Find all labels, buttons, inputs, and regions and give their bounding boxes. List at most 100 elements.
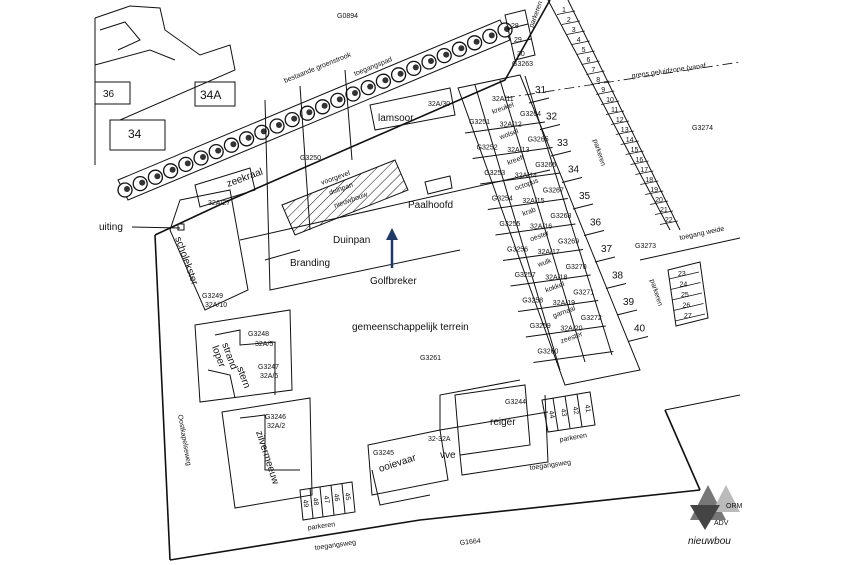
parking-space-25: 25	[681, 292, 689, 299]
house-name: oester	[529, 230, 550, 243]
parking-space-34: 34	[568, 165, 580, 176]
parcel-label: G3253	[484, 170, 505, 177]
parking-divider	[605, 110, 625, 115]
tree-core	[397, 70, 404, 77]
terrace-divider	[518, 300, 599, 312]
parking-divider	[566, 30, 585, 35]
house-name: octopus	[514, 177, 540, 192]
bestaande-groenstrook-label: bestaande groenstrook	[283, 51, 352, 85]
parking-space-9: 9	[601, 87, 605, 94]
parking-divider	[659, 220, 678, 225]
tree-core	[306, 109, 313, 116]
parking-48: 48	[311, 497, 319, 506]
parcel-label: G3260	[537, 349, 558, 356]
parking-divider	[635, 170, 654, 175]
parking-space-36: 36	[590, 218, 602, 229]
parking-divider	[594, 256, 616, 263]
parking-divider	[572, 203, 594, 210]
toegangsweg-mid-label: toegangsweg	[529, 459, 571, 472]
tree-core	[428, 58, 434, 64]
tree-core	[291, 115, 298, 122]
parking-28: 28	[511, 23, 519, 30]
terrace-divider	[533, 351, 614, 363]
parking-divider	[528, 97, 550, 104]
vve-number: 32-32A	[428, 436, 451, 443]
parking-47: 47	[322, 495, 330, 504]
parcel-label: G3251	[469, 119, 490, 126]
house-name: kreukel	[491, 101, 515, 115]
house-name: wulk	[536, 257, 553, 269]
tree-core	[139, 179, 146, 186]
terrace-divider	[525, 325, 606, 338]
parking-divider	[620, 140, 639, 145]
parcel-label: G3252	[477, 145, 498, 152]
parking-space-8: 8	[596, 77, 600, 84]
house-number: 32A/12	[500, 122, 522, 129]
parcel-g3248-label: G3248	[248, 331, 269, 338]
lamsoor-label: lamsoor	[378, 113, 414, 124]
building-36-label: 36	[103, 89, 115, 100]
parking-29: 29	[514, 37, 522, 44]
parking-divider	[668, 271, 700, 280]
parking-space-40: 40	[634, 324, 646, 335]
branding-annotation: Branding	[290, 258, 330, 269]
zilvermeeuw-number: 32A/2	[267, 423, 285, 430]
scholekster-number: 32A/10	[205, 302, 227, 309]
paalhoofd-annotation: Paalhoofd	[408, 200, 453, 211]
parking-space-33: 33	[557, 138, 569, 149]
stern-number: 32A/6	[260, 373, 278, 380]
scholekster-label: scholekster	[172, 235, 200, 287]
parking-space-31: 31	[535, 85, 547, 96]
parking-divider	[581, 60, 600, 65]
parking-space-32: 32	[546, 112, 558, 123]
parking-49: 49	[301, 499, 309, 508]
tree-core	[215, 147, 222, 154]
parking-space-24: 24	[680, 282, 688, 289]
parking-divider	[625, 150, 644, 155]
parking-divider	[630, 160, 649, 165]
parking-divider	[640, 180, 659, 185]
parking-divider	[616, 309, 638, 316]
house-number: 32A/15	[522, 198, 544, 205]
terrace-divider	[480, 172, 561, 185]
parcel-label: G3272	[581, 315, 602, 322]
parking-space-18: 18	[645, 177, 653, 184]
parking-divider	[605, 283, 627, 289]
parking-divider	[583, 230, 605, 236]
tree-core	[336, 96, 343, 103]
parking-41-44	[541, 391, 596, 433]
logo-text-adv: ADV	[714, 520, 729, 527]
tree-core	[367, 83, 374, 90]
parking-43: 43	[559, 408, 567, 417]
parking-divider	[610, 120, 629, 125]
parking-divider	[539, 124, 561, 130]
parcel-g3244-label: G3244	[505, 399, 526, 406]
parking-30: 30	[517, 51, 525, 58]
parcel-g3274-label: G3274	[692, 125, 713, 132]
parking-divider	[615, 130, 634, 135]
parking-space-3: 3	[572, 27, 576, 34]
terrace-divider	[510, 274, 591, 287]
building-34-label: 34	[128, 127, 142, 141]
parking-41: 41	[583, 404, 591, 413]
oostkapelseweg-label: Oostkapelseweg	[176, 414, 192, 466]
parcel-g3250-label: G3250	[300, 155, 321, 162]
tree-core	[382, 77, 389, 84]
parking-space-7: 7	[591, 67, 595, 74]
parking-46: 46	[332, 493, 340, 502]
house-name: krab	[522, 207, 537, 218]
parking-space-4: 4	[577, 37, 581, 44]
uiting-annotation: uiting	[99, 222, 123, 233]
tree-core	[458, 45, 465, 52]
parcel-label: G3265	[528, 137, 549, 144]
parking-divider	[671, 292, 703, 301]
parcel-g3249-label: G3249	[202, 293, 223, 300]
parking-space-5: 5	[582, 47, 586, 54]
house-name: zeester	[560, 331, 585, 346]
house-number: 32A/11	[492, 96, 514, 103]
terrace-divider	[487, 198, 568, 210]
parcel-label: G3268	[550, 213, 571, 220]
parkeren-mid-label: parkeren	[559, 432, 588, 444]
parking-space-19: 19	[650, 187, 658, 194]
